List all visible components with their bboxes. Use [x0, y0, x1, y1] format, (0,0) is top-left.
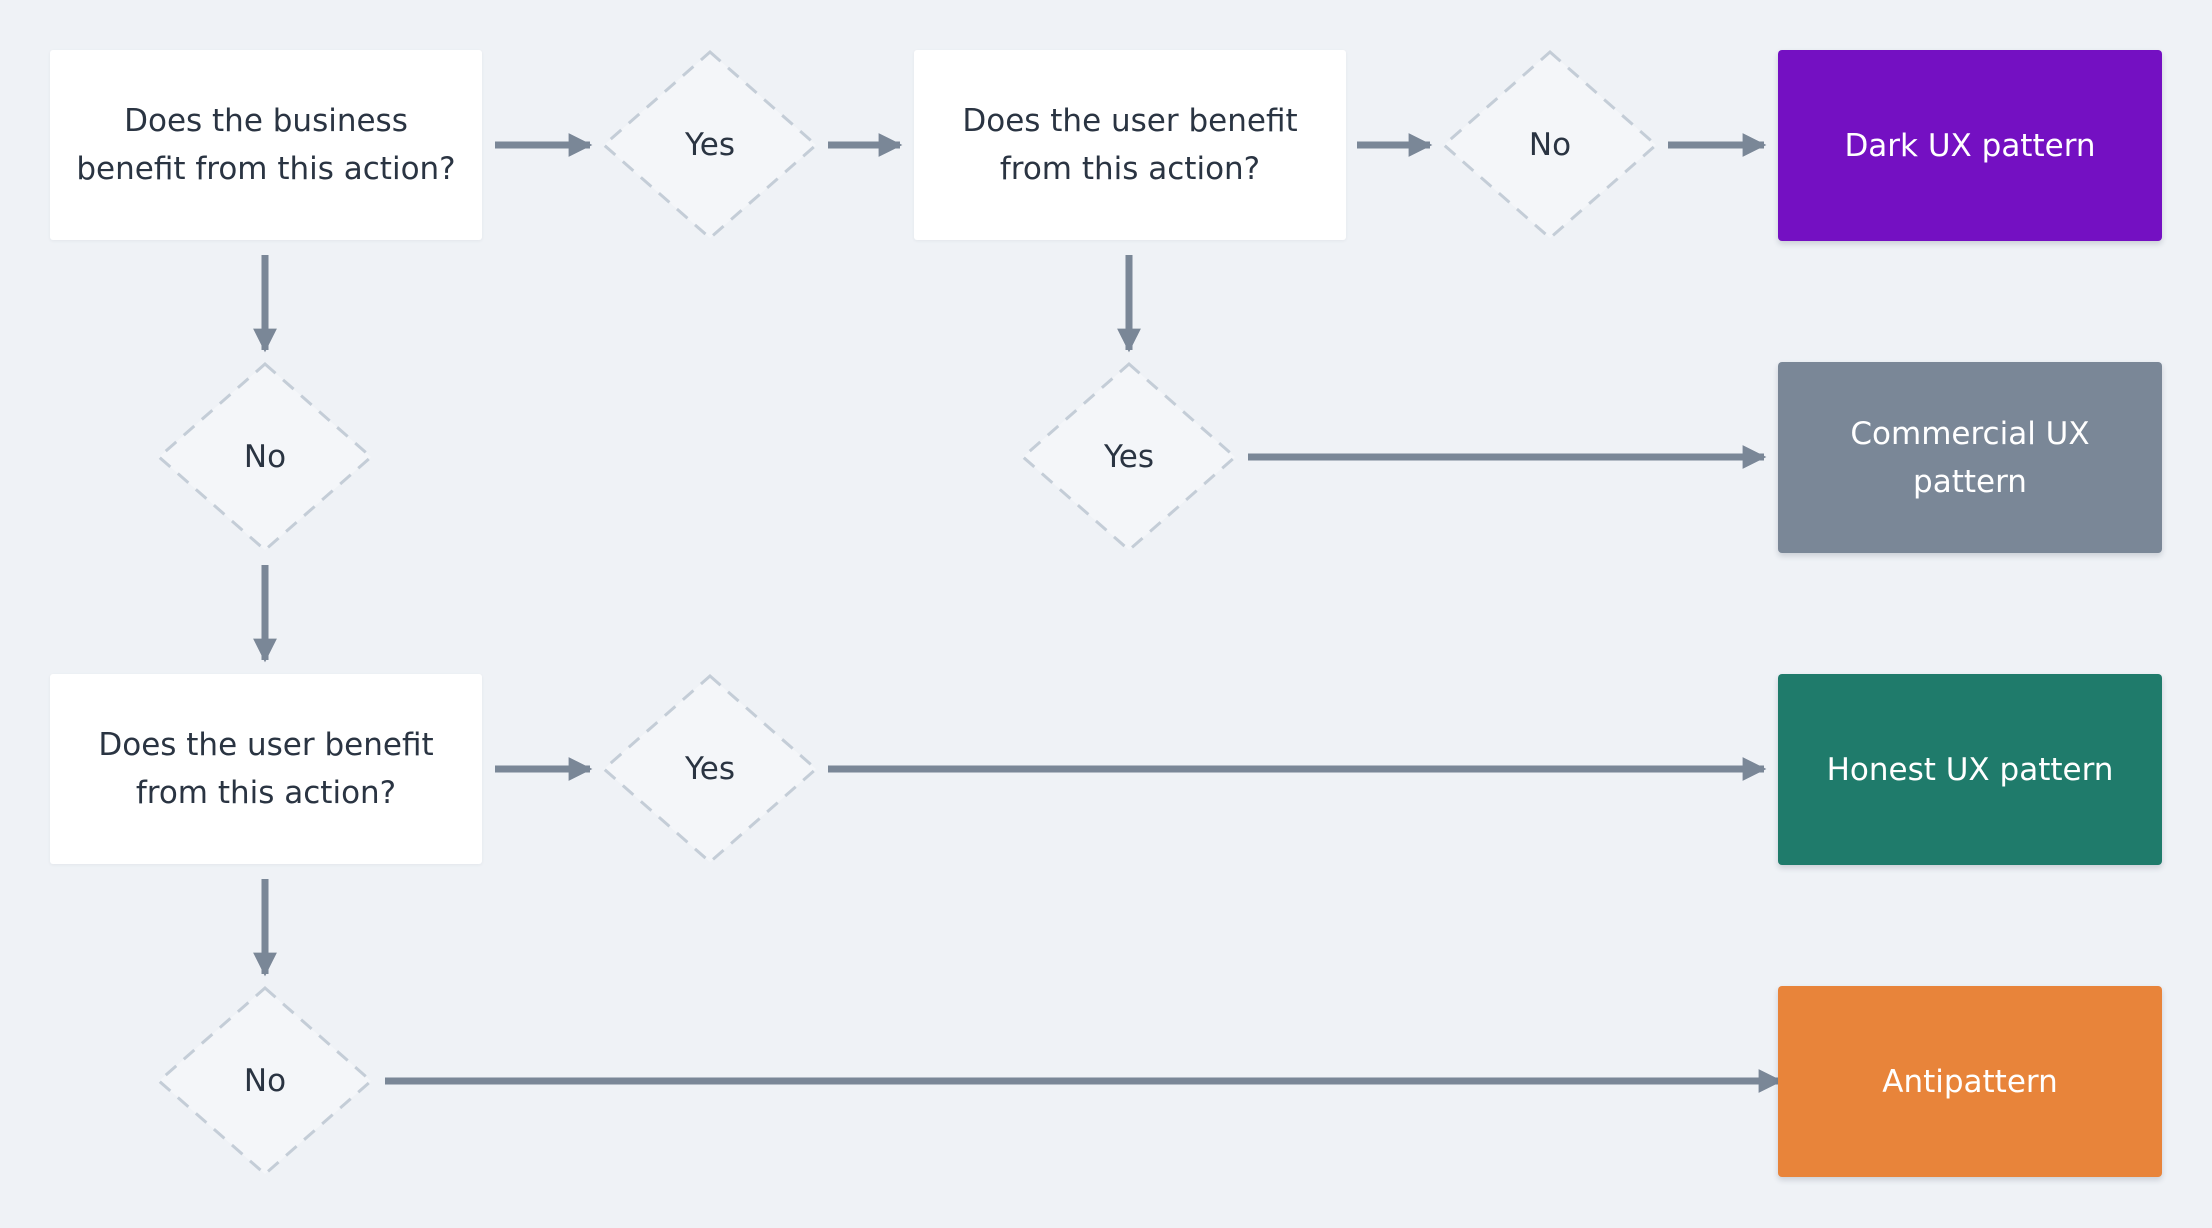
outcome-dark-ux-pattern: Dark UX pattern — [1778, 50, 2162, 241]
decision-diamond-yes-user-top — [1020, 362, 1238, 552]
question-business-benefit: Does the business benefit from this acti… — [50, 50, 482, 240]
decision-diamond-yes-business — [601, 50, 819, 240]
decision-diamond-no-user-bottom — [156, 986, 374, 1176]
decision-label-no-business: No — [243, 439, 287, 475]
outcome-dark-ux-pattern-text: Dark UX pattern — [1844, 127, 2096, 164]
outcome-honest-ux-pattern: Honest UX pattern — [1778, 674, 2162, 865]
outcome-honest-ux-pattern-text: Honest UX pattern — [1826, 751, 2114, 788]
outcome-commercial-ux-pattern: Commercial UX pattern — [1778, 362, 2162, 553]
decision-diamond-no-user-top — [1441, 50, 1659, 240]
decision-label-yes-business: Yes — [684, 127, 736, 163]
outcome-antipattern-text: Antipattern — [1882, 1063, 2058, 1100]
outcome-commercial-ux-pattern-text: Commercial UX pattern — [1850, 415, 2090, 500]
decision-label-yes-user-top: Yes — [1103, 439, 1155, 475]
question-user-benefit-bottom: Does the user benefit from this action? — [50, 674, 482, 864]
question-user-benefit-bottom-text: Does the user benefit from this action? — [98, 727, 434, 811]
question-user-benefit-top: Does the user benefit from this action? — [914, 50, 1346, 240]
question-user-benefit-top-text: Does the user benefit from this action? — [962, 103, 1298, 187]
outcome-antipattern: Antipattern — [1778, 986, 2162, 1177]
decision-label-yes-user-bottom: Yes — [684, 751, 736, 787]
decision-label-no-user-top: No — [1528, 127, 1572, 163]
decision-diamond-yes-user-bottom — [601, 674, 819, 864]
decision-diamond-no-business — [156, 362, 374, 552]
question-business-benefit-text: Does the business benefit from this acti… — [76, 103, 456, 187]
decision-label-no-user-bottom: No — [243, 1063, 287, 1099]
